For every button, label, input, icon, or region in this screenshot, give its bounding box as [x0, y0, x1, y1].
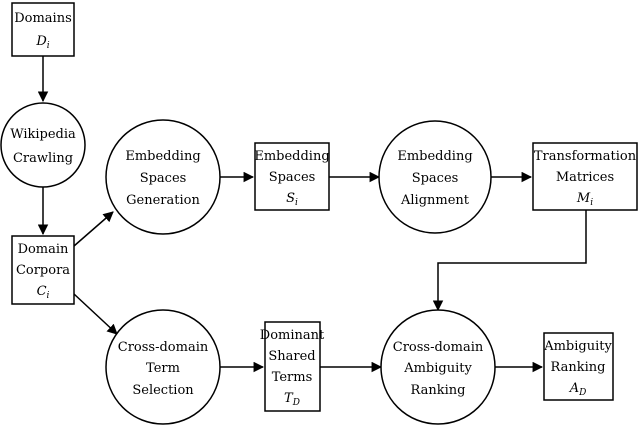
node-domains-symbol: Di	[35, 34, 49, 51]
node-cross-domain-ambiguity-ranking-line-3: Ranking	[411, 383, 466, 398]
node-transformation-matrices: Transformation Matrices Mi	[532, 142, 638, 211]
node-cross-domain-term-selection-line-1: Cross-domain	[118, 340, 209, 355]
node-dominant-shared-terms-line-3: Terms	[272, 370, 313, 385]
node-domains-line-1: Domains	[14, 11, 72, 26]
node-embedding-spaces-symbol: Si	[286, 191, 298, 208]
node-cross-domain-term-selection-line-3: Selection	[132, 383, 194, 398]
node-transformation-matrices-line-1: Transformation	[534, 149, 637, 164]
node-transformation-matrices-line-2: Matrices	[556, 170, 614, 185]
node-dominant-shared-terms: Dominant Shared Terms TD	[260, 321, 325, 412]
node-domain-corpora: Domain Corpora Ci	[11, 235, 75, 305]
edge-matrices-to-ambiguity-ranking	[432, 210, 587, 312]
node-dominant-shared-terms-line-1: Dominant	[260, 328, 325, 343]
node-embedding-spaces-generation-line-3: Generation	[126, 193, 200, 208]
node-ambiguity-ranking-line-1: Ambiguity	[543, 339, 612, 354]
node-embedding-spaces-alignment-line-2: Spaces	[412, 171, 459, 186]
node-cross-domain-term-selection-circle	[105, 309, 221, 425]
edge-corpora-to-term-selection	[73, 293, 118, 335]
node-cross-domain-term-selection: Cross-domain Term Selection	[105, 309, 221, 425]
node-cross-domain-term-selection-line-2: Term	[146, 361, 180, 376]
node-domain-corpora-box	[11, 235, 75, 305]
node-cross-domain-ambiguity-ranking-line-2: Ambiguity	[403, 361, 472, 376]
node-domain-corpora-symbol: Ci	[37, 284, 50, 301]
node-ambiguity-ranking-symbol: AD	[569, 381, 587, 398]
node-embedding-spaces: Embedding Spaces Si	[254, 142, 330, 211]
node-transformation-matrices-symbol: Mi	[576, 191, 593, 208]
node-embedding-spaces-alignment: Embedding Spaces Alignment	[378, 120, 492, 234]
node-embedding-spaces-generation-circle	[105, 119, 221, 235]
node-domains-box	[11, 2, 75, 57]
node-cross-domain-ambiguity-ranking-circle	[380, 309, 496, 425]
node-embedding-spaces-line-1: Embedding	[254, 149, 329, 164]
node-wikipedia-crawling-circle	[0, 102, 86, 188]
node-embedding-spaces-alignment-circle	[378, 120, 492, 234]
node-embedding-spaces-alignment-line-3: Alignment	[400, 193, 470, 208]
node-transformation-matrices-box	[532, 142, 638, 211]
node-wikipedia-crawling-line-2: Crawling	[13, 151, 73, 166]
node-wikipedia-crawling: Wikipedia Crawling	[0, 102, 86, 188]
node-embedding-spaces-generation: Embedding Spaces Generation	[105, 119, 221, 235]
node-ambiguity-ranking-line-2: Ranking	[551, 360, 606, 375]
node-dominant-shared-terms-line-2: Shared	[268, 349, 315, 364]
node-cross-domain-ambiguity-ranking-line-1: Cross-domain	[393, 340, 484, 355]
node-wikipedia-crawling-line-1: Wikipedia	[10, 127, 76, 142]
node-embedding-spaces-box	[254, 142, 330, 211]
edge-corpora-to-generation	[73, 211, 114, 247]
node-domain-corpora-line-1: Domain	[18, 242, 69, 257]
node-dominant-shared-terms-box	[264, 321, 321, 412]
node-cross-domain-ambiguity-ranking: Cross-domain Ambiguity Ranking	[380, 309, 496, 425]
node-embedding-spaces-generation-line-2: Spaces	[140, 171, 187, 186]
node-dominant-shared-terms-symbol: TD	[284, 391, 300, 408]
node-ambiguity-ranking-box	[543, 332, 614, 401]
edges	[37, 56, 587, 373]
node-embedding-spaces-line-2: Spaces	[269, 170, 316, 185]
node-embedding-spaces-generation-line-1: Embedding	[125, 149, 200, 164]
node-embedding-spaces-alignment-line-1: Embedding	[397, 149, 472, 164]
node-domain-corpora-line-2: Corpora	[16, 263, 70, 278]
node-domains: Domains Di	[11, 2, 75, 57]
node-ambiguity-ranking: Ambiguity Ranking AD	[543, 332, 614, 401]
